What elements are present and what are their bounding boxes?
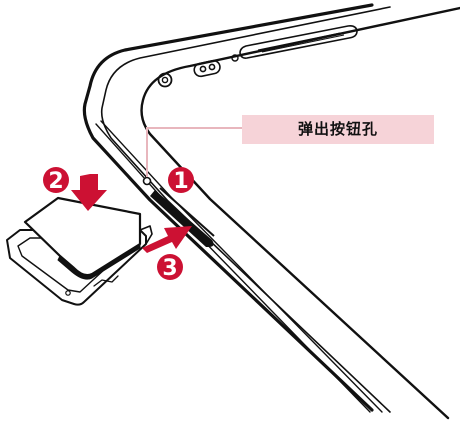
proximity-sensor [193,59,221,78]
step-2-number: 2 [48,169,63,194]
step-2-badge: 2 [43,167,69,194]
step-1-badge: 1 [168,167,194,194]
step-2-arrow [71,174,107,211]
front-camera [157,72,173,88]
step-3-arrow [142,226,192,253]
phone-body [82,3,460,420]
step-3-number: 3 [162,256,177,281]
tray-slot [150,187,215,247]
phone-side-line-b [100,120,383,413]
sim-card [23,196,142,280]
callout-leader-line [146,127,242,177]
earpiece-speaker [239,25,358,59]
eject-hole-callout-label: 弹出按钮孔 [242,115,434,144]
step-1-number: 1 [173,169,188,194]
eject-pin-hole [142,176,152,186]
sensor-dot [231,54,239,62]
phone-inner-edge [100,6,391,413]
step-3-badge: 3 [157,254,183,281]
phone-outer-edge [82,3,374,412]
